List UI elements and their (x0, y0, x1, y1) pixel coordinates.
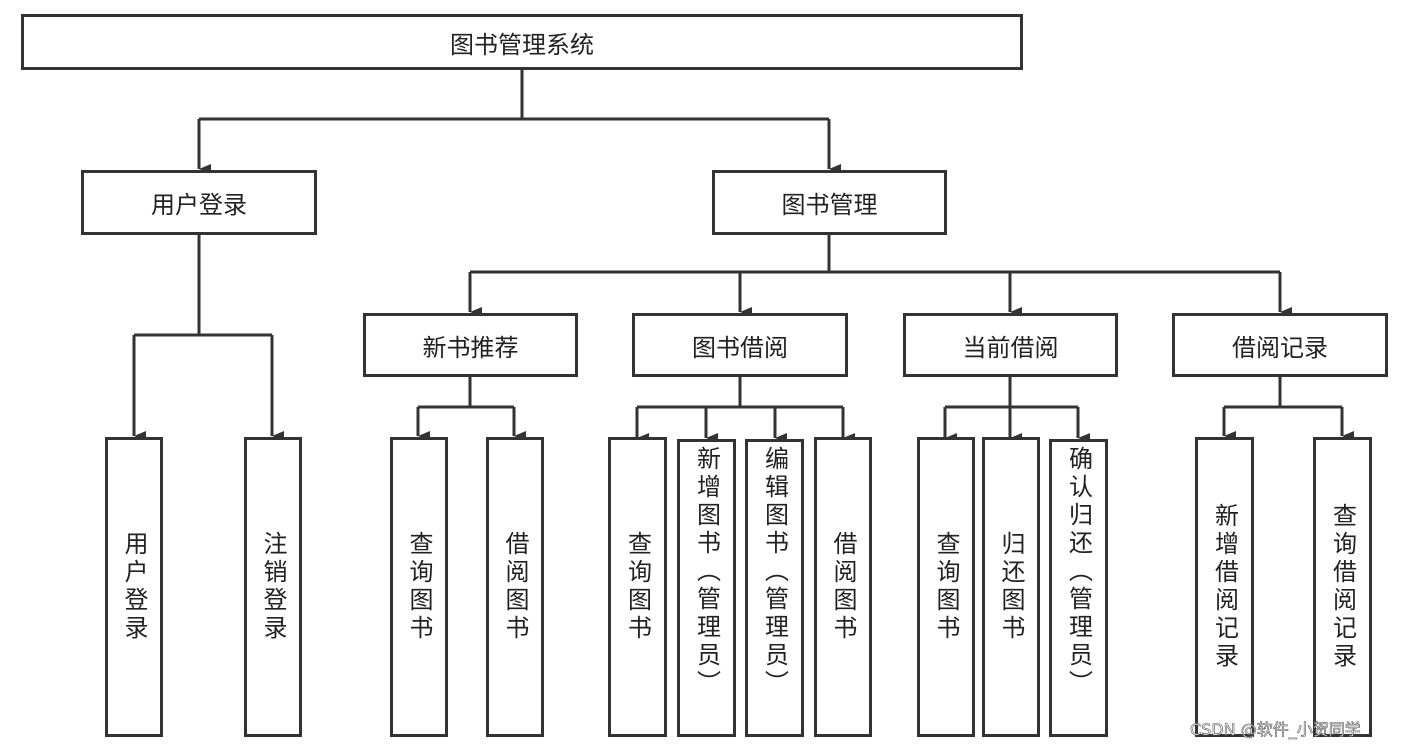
node-current-borrow: 当前借阅 (903, 313, 1118, 377)
root-label: 图书管理系统 (450, 30, 594, 59)
node-borrow-records: 借阅记录 (1172, 313, 1388, 377)
leaf-add-book-admin: 新增图书（管理员） (677, 439, 736, 737)
leaf-confirm-return-admin: 确认归还（管理员） (1049, 439, 1108, 737)
leaf-borrow-book: 借阅图书 (486, 437, 544, 737)
node-label: 用户登录 (151, 191, 247, 219)
leaf-add-borrow-record: 新增借阅记录 (1195, 437, 1254, 737)
leaf-edit-book-admin: 编辑图书（管理员） (745, 439, 804, 737)
leaf-borrow-book: 借阅图书 (814, 437, 872, 737)
leaf-logout: 注销登录 (244, 437, 302, 737)
node-book-borrow: 图书借阅 (632, 313, 848, 377)
node-new-book-recommend: 新书推荐 (363, 313, 578, 377)
leaf-query-book: 查询图书 (917, 437, 975, 737)
node-label: 图书管理 (781, 191, 878, 219)
root-node: 图书管理系统 (21, 14, 1023, 70)
leaf-query-borrow-record: 查询借阅记录 (1313, 437, 1372, 737)
leaf-return-book: 归还图书 (982, 437, 1040, 737)
leaf-query-book: 查询图书 (390, 437, 448, 737)
node-user-login: 用户登录 (81, 170, 317, 235)
leaf-user-login: 用户登录 (105, 437, 163, 737)
node-label: 图书借阅 (692, 333, 788, 362)
watermark: CSDN @软件_小贺同学 (1190, 720, 1361, 740)
node-label: 新书推荐 (422, 333, 519, 362)
node-label: 借阅记录 (1232, 333, 1328, 362)
node-label: 当前借阅 (962, 333, 1059, 362)
leaf-query-book: 查询图书 (608, 437, 667, 737)
node-book-management: 图书管理 (712, 170, 947, 235)
